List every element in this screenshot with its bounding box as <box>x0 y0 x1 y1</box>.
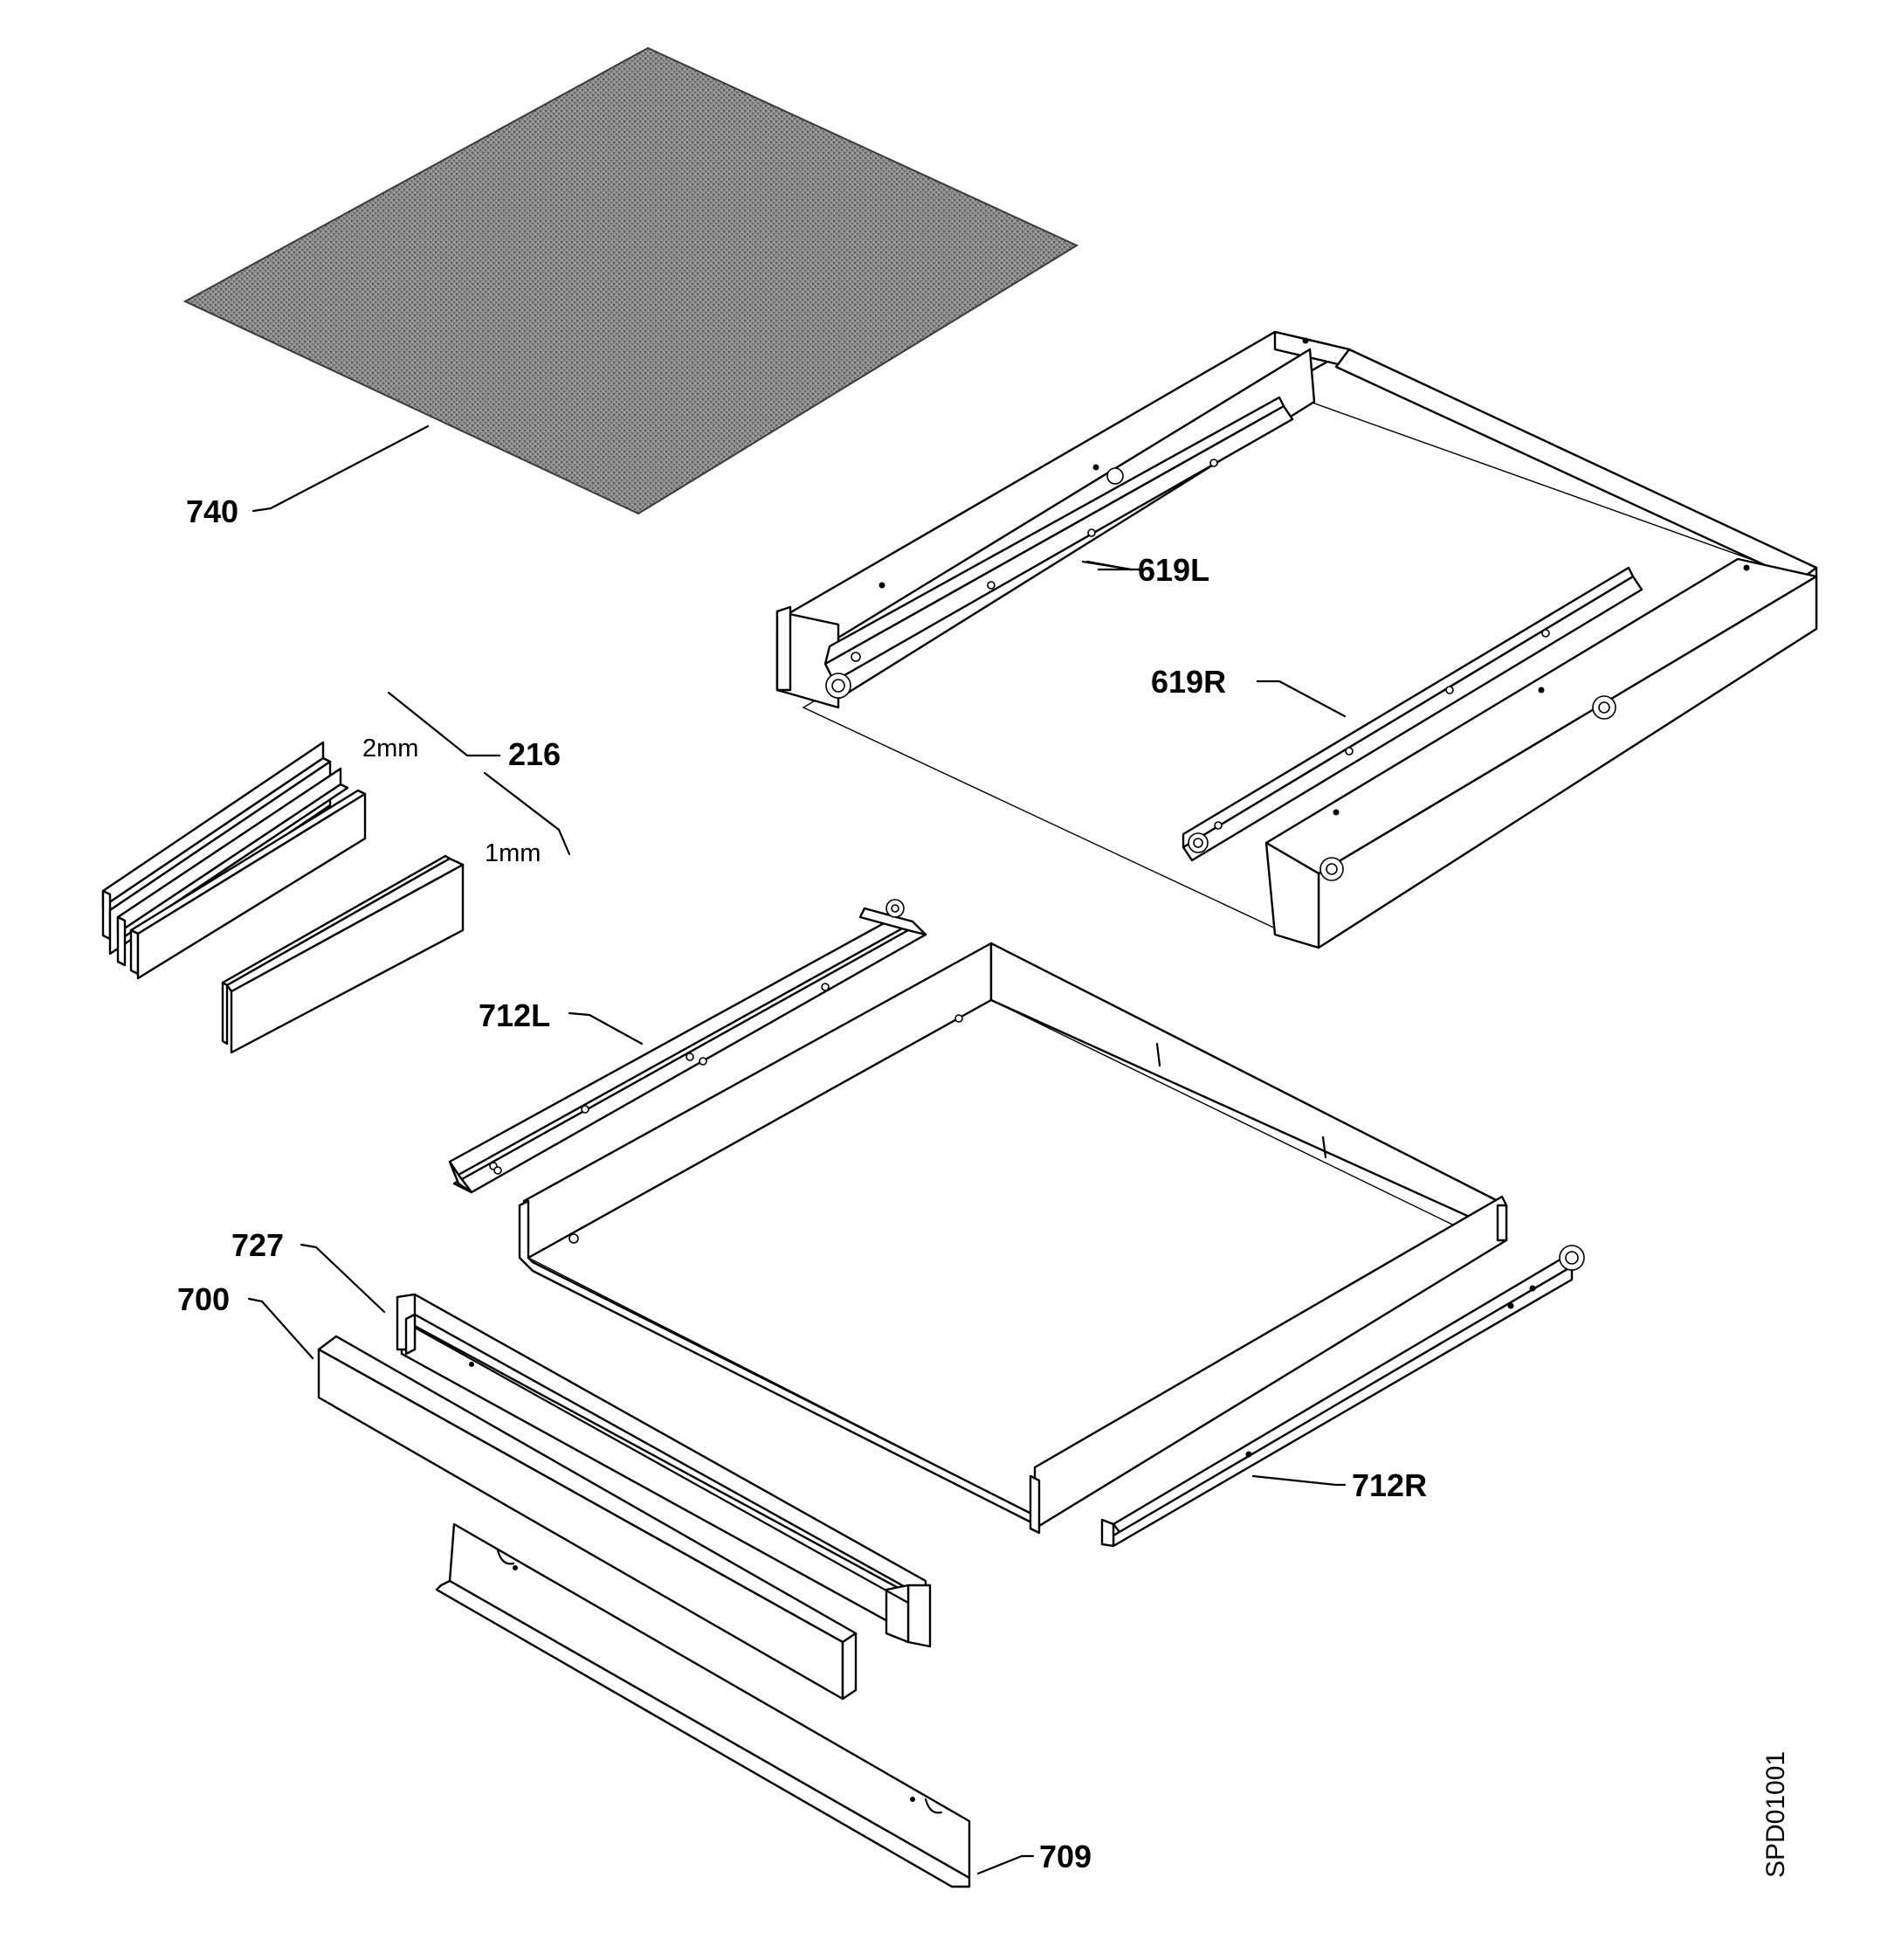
part-727-front-frame <box>396 1293 932 1648</box>
leader-619L <box>1081 560 1133 571</box>
part-619R-rail <box>1182 566 1643 862</box>
part-drawer-tray <box>518 942 1508 1535</box>
part-216-shims <box>101 691 571 1054</box>
callout-700: 700 <box>177 1281 230 1317</box>
shim-thickness-1mm: 1mm <box>485 839 541 867</box>
part-cabinet-frame <box>775 330 1818 949</box>
shim-thickness-2mm: 2mm <box>362 735 418 763</box>
part-619L-rail <box>823 396 1294 699</box>
callout-712R: 712R <box>1352 1467 1427 1503</box>
callout-619R: 619R <box>1151 664 1226 700</box>
drawing-code: SPD01001 <box>1761 1751 1790 1878</box>
callout-709: 709 <box>1039 1839 1092 1874</box>
part-712L-rail <box>448 899 927 1194</box>
part-709-trim <box>435 1522 971 1888</box>
part-700-front-panel <box>317 1335 858 1701</box>
callout-619L: 619L <box>1138 552 1209 588</box>
callout-740: 740 <box>186 493 238 529</box>
callout-216: 216 <box>508 736 561 772</box>
callout-727: 727 <box>231 1227 284 1263</box>
part-712R-rail <box>1100 1245 1585 1548</box>
part-740-mat <box>183 46 1079 515</box>
callout-712L: 712L <box>479 997 550 1033</box>
